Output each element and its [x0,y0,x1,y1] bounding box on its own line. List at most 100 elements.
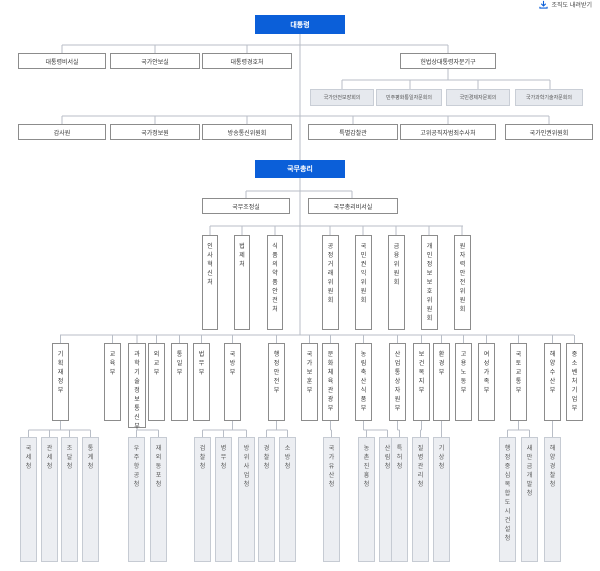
sub-agency-17-label: 행정중심복합도시건설청 [504,445,511,542]
sub-agency-17[interactable]: 행정중심복합도시건설청 [499,437,516,562]
sub-agency-1[interactable]: 관세청 [41,437,58,562]
ministry-17[interactable]: 해양수산부 [544,343,561,421]
ministry-7[interactable]: 행정안전부 [268,343,285,421]
committee-0[interactable]: 공정거래위원회 [322,235,339,330]
ministry-6[interactable]: 국방부 [224,343,241,421]
prime-minister-box[interactable]: 국무총리 [255,160,345,178]
advisory-body-box-label: 헌법상대통령자문기구 [420,58,476,66]
sub-agency-8[interactable]: 방위사업청 [238,437,255,562]
agency-4-label: 고위공직자범죄수사처 [420,129,476,137]
committee-4[interactable]: 원자력안전위원회 [454,235,471,330]
sub-agency-10-label: 소방청 [284,445,291,470]
ministry-11[interactable]: 산업통상자원부 [389,343,406,421]
sub-agency-6[interactable]: 검찰청 [194,437,211,562]
sub-agency-13-label: 산림청 [384,445,391,470]
sub-agency-2[interactable]: 조달청 [61,437,78,562]
ministry-15[interactable]: 여성가족부 [478,343,495,421]
ministry-16[interactable]: 국토교통부 [510,343,527,421]
download-label: 조직도 내려받기 [551,2,592,9]
agency-3-label: 특별감찰관 [339,129,367,137]
ministry-10[interactable]: 농림축산식품부 [355,343,372,421]
advisory-body-box[interactable]: 헌법상대통령자문기구 [400,53,496,69]
sub-agency-18[interactable]: 새만금개발청 [521,437,538,562]
ministry-9-label: 문화체육관광부 [327,351,334,412]
ministry-1-label: 교육부 [109,351,116,376]
ministry-5[interactable]: 법무부 [193,343,210,421]
pm-office-0[interactable]: 국무조정실 [202,198,290,214]
ministry-14[interactable]: 고용노동부 [455,343,472,421]
advisory-item-2[interactable]: 국민경제자문회의 [446,89,510,106]
committee-4-label: 원자력안전위원회 [459,243,466,313]
sub-agency-1-label: 관세청 [46,445,53,470]
agency-2[interactable]: 방송통신위원회 [202,124,292,140]
president-office-1[interactable]: 국가안보실 [110,53,200,69]
ministry-5-label: 법무부 [198,351,205,376]
ministry-13[interactable]: 환경부 [433,343,450,421]
sub-agency-19[interactable]: 해양경찰청 [544,437,561,562]
ministry-8[interactable]: 국가보훈부 [301,343,318,421]
ministry-14-label: 고용노동부 [460,351,467,394]
ministry-15-label: 여성가족부 [483,351,490,394]
agency-1[interactable]: 국가정보원 [110,124,200,140]
agency-3[interactable]: 특별감찰관 [308,124,398,140]
download-link[interactable]: 조직도 내려받기 [539,0,592,9]
sub-agency-19-label: 해양경찰청 [549,445,556,488]
ministry-1[interactable]: 교육부 [104,343,121,421]
sub-agency-16-label: 기상청 [438,445,445,470]
sub-agency-16[interactable]: 기상청 [433,437,450,562]
sub-agency-5[interactable]: 재외동포청 [150,437,167,562]
ministry-18[interactable]: 중소벤처기업부 [566,343,583,421]
ministry-10-label: 농림축산식품부 [360,351,367,412]
president-office-0[interactable]: 대통령비서실 [18,53,106,69]
sub-agency-12[interactable]: 농촌진흥청 [358,437,375,562]
committee-1[interactable]: 국민권익위원회 [355,235,372,330]
ministry-8-label: 국가보훈부 [306,351,313,394]
agency-5[interactable]: 국가인권위원회 [505,124,593,140]
ministry-4[interactable]: 통일부 [171,343,188,421]
agency-4[interactable]: 고위공직자범죄수사처 [400,124,496,140]
sub-agency-5-label: 재외동포청 [155,445,162,488]
sub-agency-7-label: 병무청 [220,445,227,470]
ministry-16-label: 국토교통부 [515,351,522,394]
sub-agency-14-label: 특허청 [396,445,403,470]
president-office-0-label: 대통령비서실 [45,58,79,66]
pm-agency-1-label: 법제처 [239,243,245,268]
sub-agency-10[interactable]: 소방청 [279,437,296,562]
president-office-2[interactable]: 대통령경호처 [202,53,292,69]
sub-agency-3[interactable]: 통계청 [82,437,99,562]
advisory-item-3-label: 국가과학기술자문회의 [525,95,572,101]
advisory-item-0[interactable]: 국가안전보장회의 [310,89,374,106]
ministry-12[interactable]: 보건복지부 [413,343,430,421]
sub-agency-11[interactable]: 국가유산청 [323,437,340,562]
ministry-0[interactable]: 기획재정부 [52,343,69,421]
president-box[interactable]: 대통령 [255,15,345,34]
ministry-7-label: 행정안전부 [273,351,280,394]
pm-agency-2[interactable]: 식품의약품안전처 [267,235,283,330]
pm-agency-1[interactable]: 법제처 [234,235,250,330]
sub-agency-4-label: 우주항공청 [133,445,140,488]
agency-2-label: 방송통신위원회 [227,129,267,137]
sub-agency-0[interactable]: 국세청 [20,437,37,562]
sub-agency-15[interactable]: 질병관리청 [412,437,429,562]
sub-agency-9[interactable]: 경찰청 [258,437,275,562]
ministry-4-label: 통일부 [176,351,183,376]
committee-2[interactable]: 금융위원회 [388,235,405,330]
ministry-18-label: 중소벤처기업부 [571,351,578,412]
ministry-9[interactable]: 문화체육관광부 [322,343,339,421]
advisory-item-1[interactable]: 민주평화통일자문회의 [376,89,442,106]
agency-0[interactable]: 감사원 [18,124,106,140]
sub-agency-4[interactable]: 우주항공청 [128,437,145,562]
sub-agency-7[interactable]: 병무청 [215,437,232,562]
sub-agency-14[interactable]: 특허청 [391,437,408,562]
committee-2-label: 금융위원회 [393,243,400,286]
pm-office-1-label: 국무총리비서실 [333,203,373,211]
pm-agency-0[interactable]: 인사혁신처 [202,235,218,330]
committee-3-label: 개인정보보호위원회 [426,243,433,322]
ministry-2[interactable]: 과학기술정보통신부 [128,343,146,430]
committee-3[interactable]: 개인정보보호위원회 [421,235,438,330]
sub-agency-6-label: 검찰청 [199,445,206,470]
ministry-3[interactable]: 외교부 [148,343,165,421]
pm-office-1[interactable]: 국무총리비서실 [308,198,398,214]
sub-agency-9-label: 경찰청 [263,445,270,470]
advisory-item-3[interactable]: 국가과학기술자문회의 [515,89,583,106]
